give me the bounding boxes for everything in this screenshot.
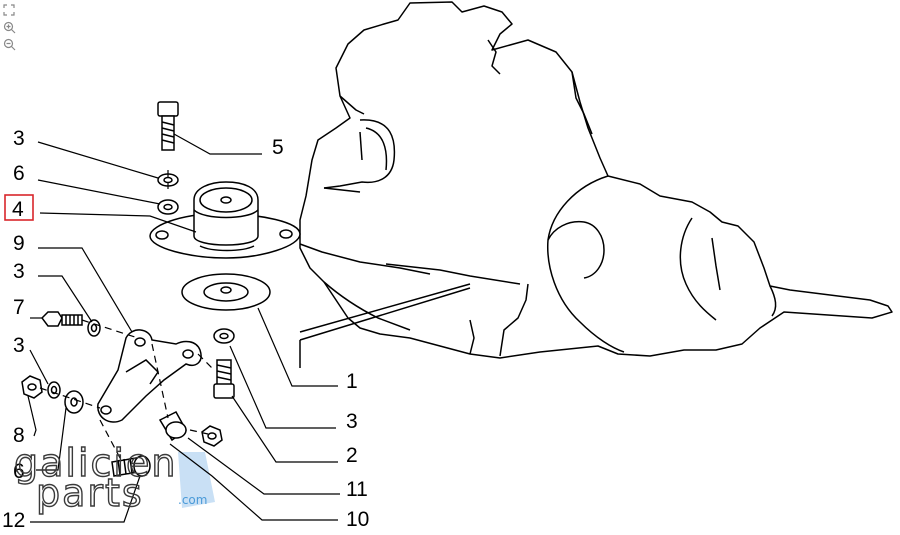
leader-lines <box>27 133 340 523</box>
part-plate-1 <box>181 273 271 311</box>
watermark-suffix: .com <box>178 493 207 507</box>
zoom-toolbar <box>2 3 18 51</box>
part-bracket-9 <box>97 329 202 423</box>
part-washer-6-lower <box>64 390 84 414</box>
callout-3-d[interactable]: 3 <box>346 410 358 433</box>
callout-2[interactable]: 2 <box>346 444 358 467</box>
callout-4[interactable]: 4 <box>12 198 24 221</box>
fit-screen-icon[interactable] <box>2 3 16 17</box>
watermark-line2: parts <box>36 471 144 515</box>
part-spacer-11 <box>158 411 187 442</box>
callout-1[interactable]: 1 <box>346 370 358 393</box>
part-washer-6-top <box>157 199 179 215</box>
watermark: galicien parts .com <box>13 440 207 515</box>
part-bolt-7 <box>41 311 83 327</box>
watermark-accent <box>178 452 215 508</box>
zoom-in-icon[interactable] <box>2 20 16 34</box>
callout-7[interactable]: 7 <box>13 296 25 319</box>
callout-3-b[interactable]: 3 <box>13 260 25 283</box>
watermark-line1: galicien <box>14 441 177 485</box>
callouts: 5 3 6 4 9 3 7 3 8 6 12 1 3 2 11 10 <box>2 127 369 532</box>
callout-3-c[interactable]: 3 <box>13 334 25 357</box>
part-washer-3-lower <box>47 381 61 399</box>
gearbox-outline <box>299 1 893 359</box>
part-nut-small <box>201 425 223 447</box>
callout-12[interactable]: 12 <box>2 509 25 532</box>
assembly-dashes <box>39 170 215 459</box>
part-bolt-2 <box>213 359 235 399</box>
part-washer-3-mid <box>213 328 235 344</box>
part-engine-mount-4 <box>149 181 301 259</box>
callout-4-highlight <box>4 194 34 221</box>
part-washer-3-left <box>87 319 101 337</box>
part-nut-8 <box>21 375 43 399</box>
zoom-out-icon[interactable] <box>2 37 16 51</box>
callout-3-a[interactable]: 3 <box>13 127 25 150</box>
gearbox-mount-stub <box>299 283 471 368</box>
part-screw-12 <box>111 455 151 477</box>
callout-8[interactable]: 8 <box>13 424 25 447</box>
callout-11[interactable]: 11 <box>346 478 368 501</box>
callout-5[interactable]: 5 <box>272 136 284 159</box>
callout-10[interactable]: 10 <box>346 508 369 531</box>
callout-9[interactable]: 9 <box>13 232 25 255</box>
callout-6-b[interactable]: 6 <box>13 460 25 483</box>
callout-6-a[interactable]: 6 <box>13 162 25 185</box>
part-bolt-5 <box>157 101 179 151</box>
